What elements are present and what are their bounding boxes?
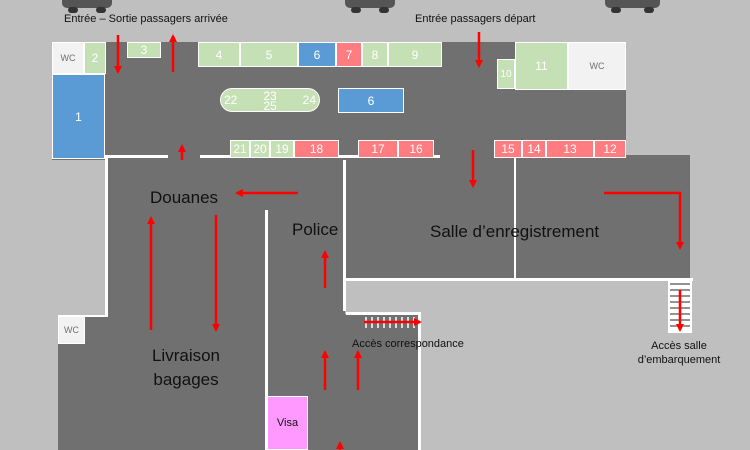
room-15: 15 — [494, 140, 522, 158]
kiosk-island: 22 23 25 24 — [220, 88, 320, 113]
room-label: 23 — [263, 89, 277, 103]
room-label: 14 — [527, 142, 541, 156]
connection-access-label: Accès correspondance — [352, 338, 464, 350]
baggage-claim-upper — [107, 300, 268, 320]
room-label: 21 — [233, 142, 247, 156]
room-20: 20 — [250, 140, 270, 158]
baggage-claim-label: Livraison bagages — [140, 346, 232, 390]
wall — [514, 158, 516, 278]
room-label: 17 — [371, 142, 385, 156]
room-label: 16 — [409, 142, 423, 156]
room-12: 12 — [594, 140, 626, 158]
room-label: 4 — [215, 47, 223, 62]
room-label: 7 — [345, 47, 353, 62]
boarding-access-label: Accès salle d’embarquement — [630, 340, 728, 366]
room-label: 11 — [535, 59, 548, 73]
room-17: 17 — [358, 140, 398, 158]
room-8: 8 — [362, 42, 388, 67]
room-label: 12 — [603, 142, 617, 156]
room-1: 1 — [52, 74, 105, 159]
room-14: 14 — [522, 140, 546, 158]
room-9: 9 — [388, 42, 442, 67]
room-label: 15 — [501, 142, 515, 156]
arrow-right-down — [604, 191, 684, 250]
room-7: 7 — [336, 42, 362, 67]
room-label: 10 — [500, 68, 512, 80]
room-label: 18 — [309, 142, 324, 156]
room-label: WC — [60, 53, 76, 63]
baggage-claim-line-2: bagages — [153, 370, 219, 389]
room-10: 10 — [497, 59, 515, 89]
car-icon — [605, 0, 660, 13]
wall — [343, 278, 693, 281]
room-label: 5 — [265, 47, 273, 62]
arrivals-entry-label: Entrée – Sortie passagers arrivée — [64, 13, 228, 25]
room-label: 9 — [411, 47, 419, 62]
room-4: 4 — [198, 42, 240, 67]
departure-entry-label: Entrée passagers départ — [415, 13, 536, 25]
police-label: Police — [292, 220, 339, 239]
checkin-hall — [345, 155, 690, 278]
room-label: 3 — [140, 43, 148, 57]
room-label: WC — [589, 61, 605, 71]
room-21: 21 — [230, 140, 250, 158]
room-label: WC — [64, 325, 79, 335]
boarding-access-line-1: Accès salle — [651, 340, 707, 352]
room-label: 6 — [313, 47, 321, 62]
visa-label: Visa — [276, 417, 299, 429]
room-label: 25 — [263, 99, 277, 113]
room-11: 11 — [515, 42, 568, 90]
room-2: 2 — [84, 42, 106, 74]
car-icon — [345, 0, 395, 13]
room-16: 16 — [398, 140, 434, 158]
room-label: 19 — [275, 142, 289, 156]
wc-room: WC — [52, 42, 84, 74]
wall — [265, 210, 268, 450]
wall — [343, 160, 346, 278]
room-label: 8 — [371, 47, 379, 62]
room-5: 5 — [240, 42, 298, 67]
room-label: 24 — [302, 93, 316, 107]
room-13: 13 — [546, 140, 594, 158]
wall — [418, 312, 421, 450]
room-label: 1 — [75, 109, 82, 124]
room-label: 22 — [224, 93, 238, 107]
room-label: 6 — [367, 93, 375, 108]
room-19: 19 — [270, 140, 294, 158]
room-3: 3 — [127, 42, 161, 58]
wall — [105, 155, 108, 317]
customs-label: Douanes — [150, 188, 219, 207]
room-label: 13 — [563, 142, 577, 156]
room-6-top: 6 — [298, 42, 336, 67]
wc-room: WC — [58, 316, 85, 344]
baggage-claim-line-1: Livraison — [151, 346, 221, 365]
baggage-claim-area — [58, 315, 268, 450]
room-6-mid: 6 — [338, 88, 404, 113]
checkin-hall-label: Salle d’enregistrement — [430, 222, 600, 241]
room-label: 2 — [91, 51, 99, 65]
wall — [346, 312, 420, 315]
room-18: 18 — [294, 140, 339, 158]
car-icon — [62, 0, 112, 13]
wc-room: WC — [568, 42, 626, 90]
wall — [343, 281, 346, 311]
room-label: 20 — [253, 142, 267, 156]
wall — [108, 155, 168, 158]
boarding-access-line-2: d’embarquement — [637, 354, 721, 366]
